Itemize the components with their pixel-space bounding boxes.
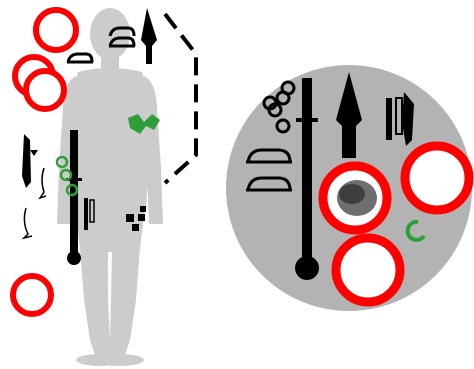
dark-stain-icon xyxy=(337,180,377,216)
red-ring xyxy=(13,276,51,314)
spearhead-icon xyxy=(141,8,157,64)
red-ring xyxy=(336,238,400,302)
red-ring xyxy=(405,146,469,210)
red-ring xyxy=(26,71,64,109)
red-ring xyxy=(36,10,76,50)
dashed-outline-icon xyxy=(165,14,196,183)
knife-icon xyxy=(22,134,38,188)
